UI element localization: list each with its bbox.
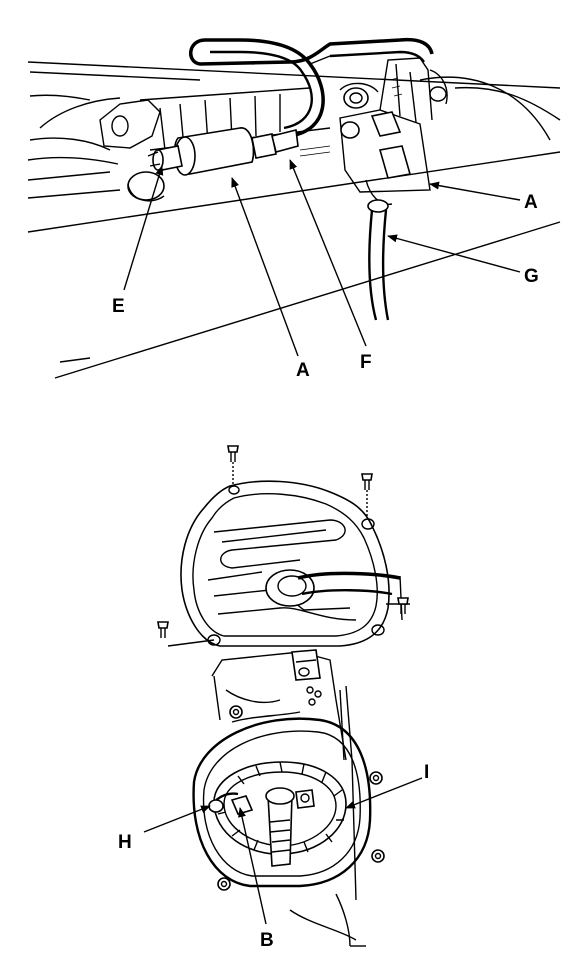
- leader-e: [123, 165, 164, 291]
- leader-g: [387, 234, 521, 273]
- callout-f: F: [360, 352, 372, 373]
- callout-i: I: [424, 762, 429, 783]
- callout-e: E: [112, 296, 125, 317]
- screw-left: [157, 621, 215, 647]
- leader-a-bottom: [231, 177, 299, 357]
- fuel-pump-unit-illustration: [157, 445, 410, 947]
- leader-a-top: [429, 181, 521, 201]
- callout-h: H: [118, 832, 132, 853]
- callout-a-top: A: [524, 192, 538, 213]
- nut-bottom-left: [217, 877, 231, 891]
- callout-labels: A G E A F I H B: [112, 192, 539, 951]
- leader-i: [345, 777, 423, 809]
- callout-leaders: [123, 159, 521, 925]
- leader-b: [238, 807, 267, 925]
- callout-g: G: [524, 266, 539, 287]
- callout-b: B: [260, 930, 274, 951]
- screw-top-left: [227, 445, 239, 486]
- screw-right: [397, 597, 409, 614]
- screw-top-right: [361, 473, 373, 518]
- nut-right-top: [369, 771, 383, 785]
- nut-left-top: [229, 705, 243, 719]
- fuel-line-assembly-illustration: [27, 37, 561, 379]
- nut-right-bottom: [371, 849, 385, 863]
- leader-f: [289, 159, 367, 347]
- callout-a-bottom: A: [296, 360, 310, 381]
- leader-h: [143, 805, 211, 833]
